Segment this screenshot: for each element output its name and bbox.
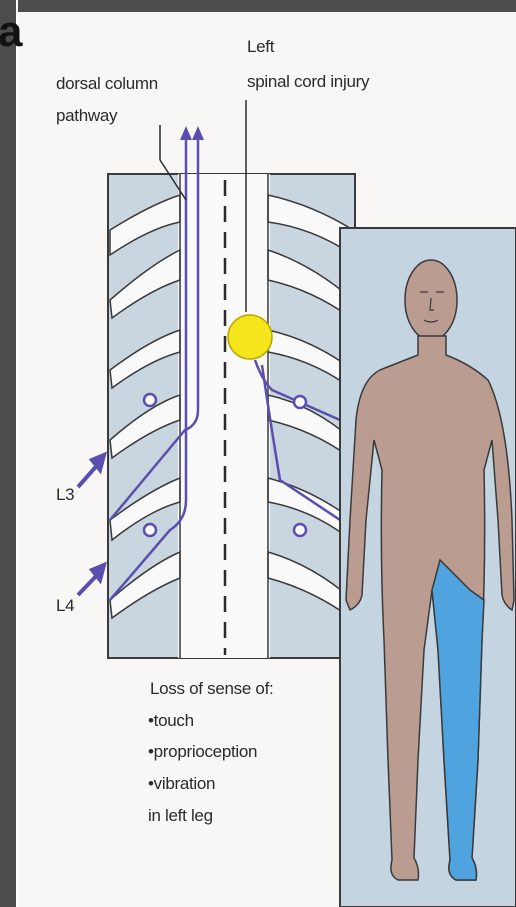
loss-item-proprioception: •proprioception: [148, 741, 257, 763]
panel-letter: a: [0, 10, 22, 54]
loss-footer: in left leg: [148, 805, 213, 827]
pathway-label-line1: dorsal column: [56, 73, 158, 95]
loss-item-vibration: •vibration: [148, 773, 215, 795]
level-label-l3: L3: [56, 484, 74, 506]
injury-label-line2: spinal cord injury: [247, 71, 369, 93]
pathway-label-line2: pathway: [56, 105, 117, 127]
spinal-cord-section: [108, 174, 355, 658]
spinal-lesion: [228, 315, 272, 359]
level-label-l4: L4: [56, 595, 74, 617]
loss-item-touch: •touch: [148, 710, 194, 732]
loss-heading: Loss of sense of:: [150, 678, 273, 700]
body-panel: [340, 228, 516, 907]
injury-label-line1: Left: [247, 36, 274, 58]
